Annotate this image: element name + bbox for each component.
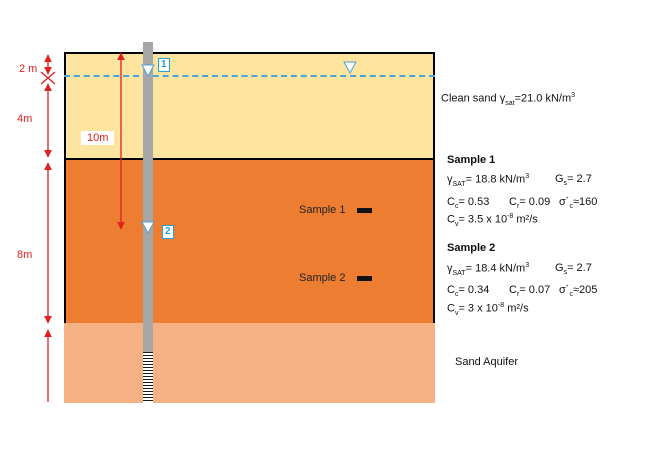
sample-1-title: Sample 1 bbox=[447, 154, 496, 166]
sample-2-label: Sample 2 bbox=[299, 272, 346, 284]
span-label-10m: 10m bbox=[81, 131, 115, 145]
sample-2-gs: Gs= 2.7 bbox=[555, 262, 592, 277]
depth-label-4m: 4m bbox=[17, 113, 33, 125]
sample-1-gs: Gs= 2.7 bbox=[555, 173, 592, 188]
sample-1-label: Sample 1 bbox=[299, 204, 346, 216]
cross-mark-2 bbox=[40, 71, 56, 85]
sample-1-gamma: γSAT= 18.8 kN/m3 bbox=[447, 173, 530, 188]
sample-1-cv: Cv= 3.5 x 10-8 m²/s bbox=[447, 213, 538, 228]
sample-2-gamma: γSAT= 18.4 kN/m3 bbox=[447, 262, 530, 277]
sample-2-title: Sample 2 bbox=[447, 242, 496, 254]
sample-2-sigma: σ´c≈205 bbox=[559, 284, 598, 299]
piezometer-tag-1: 1 bbox=[158, 58, 170, 72]
water-level-triangle-p1 bbox=[141, 64, 155, 78]
sand-aquifer-label: Sand Aquifer bbox=[455, 356, 518, 368]
water-level-triangle-p2 bbox=[141, 221, 155, 235]
sample-2-marker bbox=[357, 276, 372, 281]
piezometer-tag-2: 2 bbox=[162, 225, 174, 239]
clay-layer bbox=[64, 158, 435, 325]
depth-label-8m: 8m bbox=[17, 249, 33, 261]
sand-aquifer-layer bbox=[64, 323, 435, 403]
sample-1-cc: Cc= 0.53 bbox=[447, 196, 490, 211]
water-table-line bbox=[64, 75, 435, 77]
clean-sand-label: Clean sand γsat=21.0 kN/m3 bbox=[441, 92, 576, 107]
piezometer-screen bbox=[143, 352, 153, 403]
sample-1-cr: Cr= 0.09 bbox=[509, 196, 551, 211]
sample-2-cv: Cv= 3 x 10-8 m²/s bbox=[447, 302, 529, 317]
sample-2-cr: Cr= 0.07 bbox=[509, 284, 551, 299]
sample-2-cc: Cc= 0.34 bbox=[447, 284, 490, 299]
sample-1-marker bbox=[357, 208, 372, 213]
water-level-triangle-right bbox=[343, 61, 357, 75]
depth-label-2m: 2 m bbox=[19, 63, 38, 75]
sample-1-sigma: σ´c≈160 bbox=[559, 196, 598, 211]
clean-sand-layer bbox=[64, 52, 435, 160]
